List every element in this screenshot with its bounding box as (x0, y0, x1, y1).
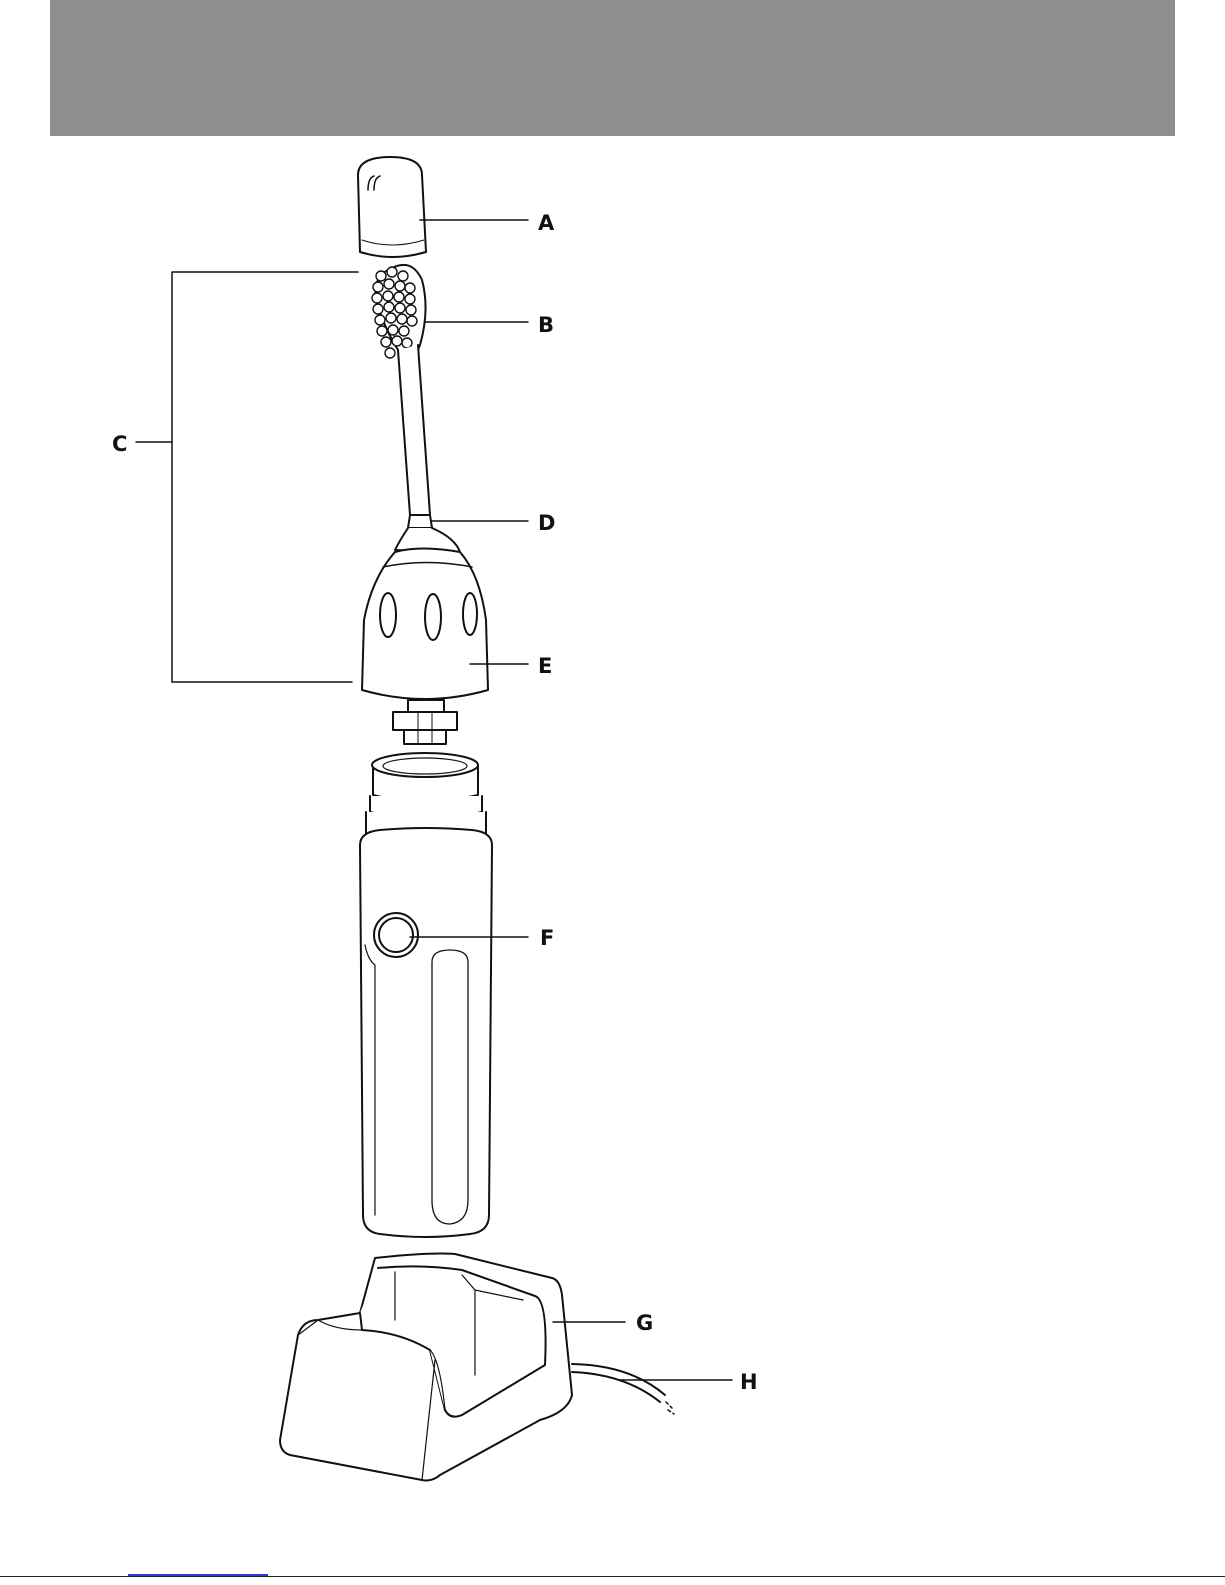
callout-h: H (740, 1370, 758, 1394)
callout-d: D (538, 511, 555, 535)
callout-b: B (538, 313, 554, 337)
brush-neck (398, 345, 430, 515)
mains-cord (572, 1364, 674, 1414)
callout-a: A (538, 211, 555, 235)
footer-link-underline (128, 1574, 268, 1576)
callout-e: E (538, 654, 552, 678)
callout-f: F (540, 926, 554, 950)
callout-c: C (112, 432, 127, 456)
brush-head-connector (393, 700, 457, 744)
handle (360, 828, 492, 1237)
brush-head-base (362, 549, 488, 700)
callout-g: G (636, 1311, 653, 1335)
colour-code-ring (408, 515, 432, 528)
power-on-off-button (374, 913, 418, 957)
footer-rule (0, 1576, 1225, 1577)
charger (280, 1254, 572, 1481)
protective-cap (358, 157, 426, 257)
